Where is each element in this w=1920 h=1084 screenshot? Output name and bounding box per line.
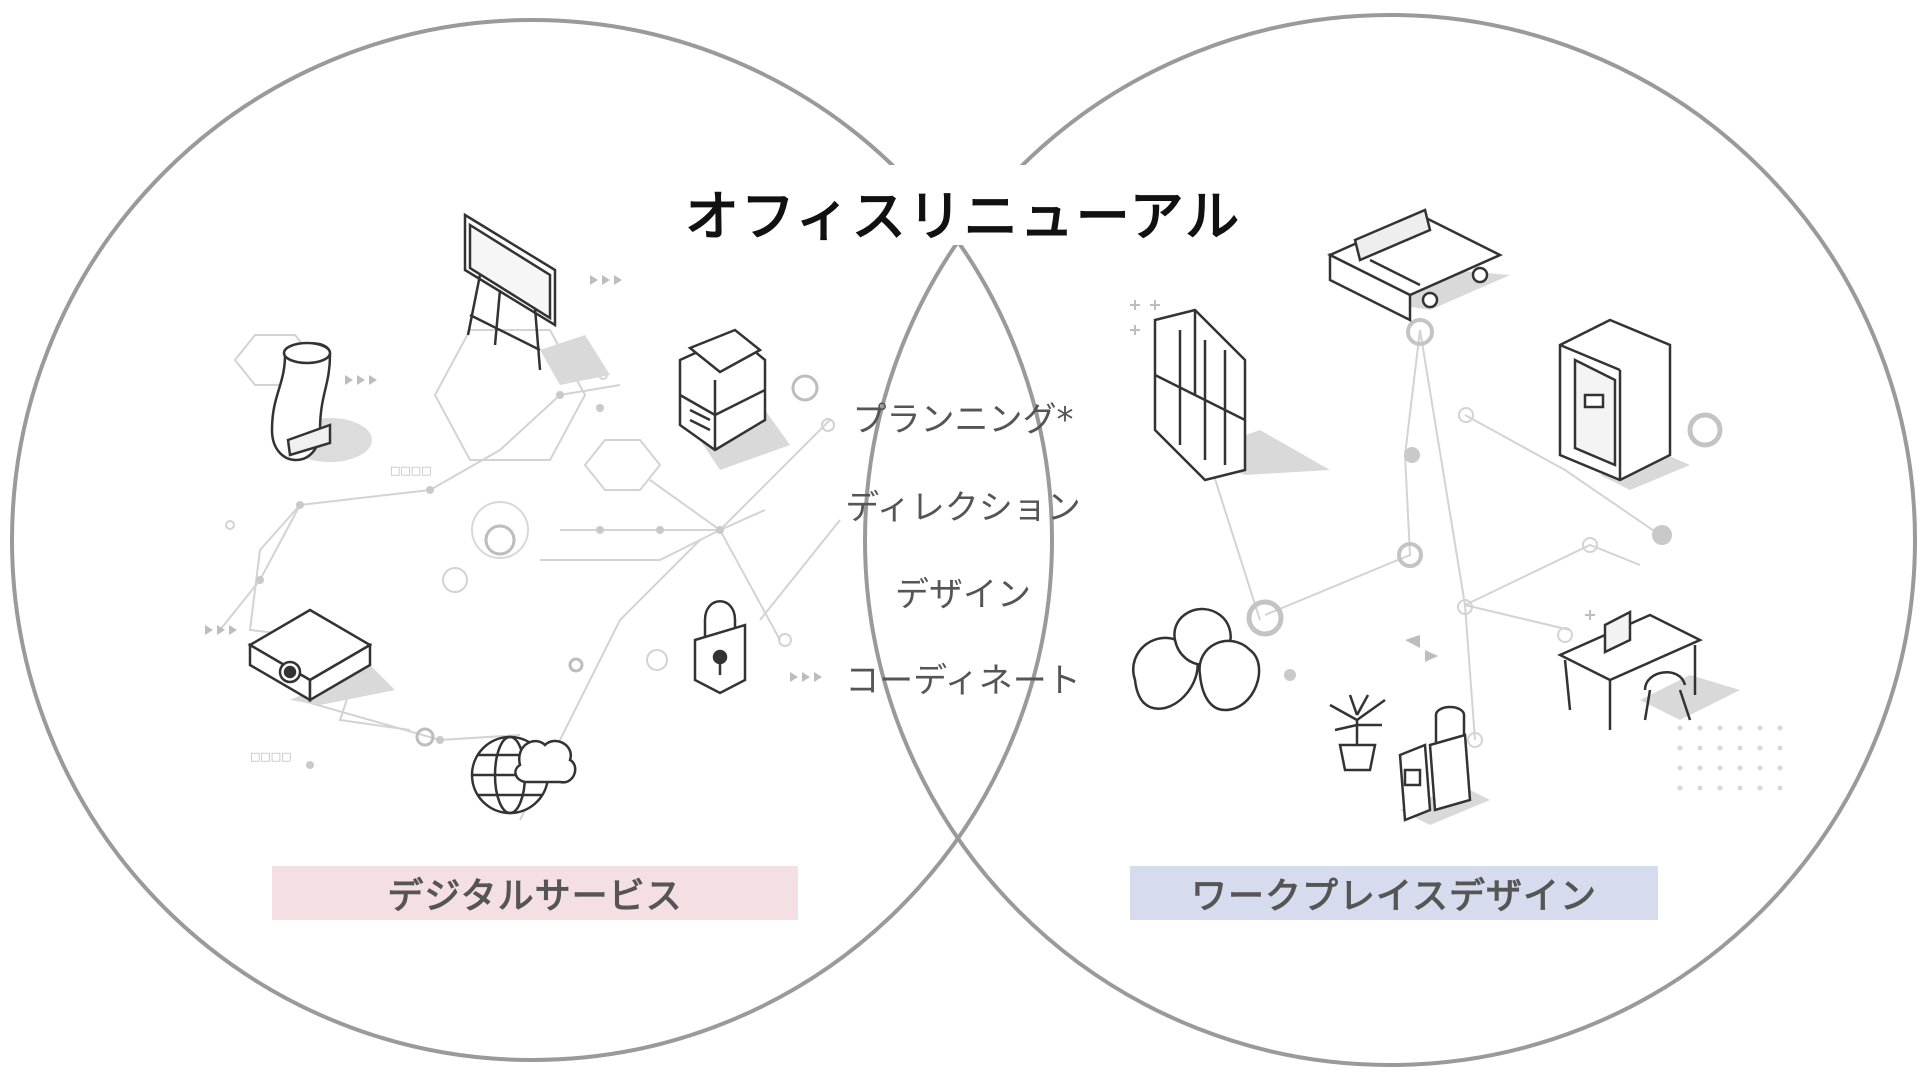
cloud-globe-icon	[470, 735, 577, 815]
right-network-dots	[1284, 447, 1672, 681]
water-server-icon	[1398, 705, 1490, 825]
title-backdrop	[705, 165, 1215, 245]
target-circles	[415, 374, 819, 747]
desk-island-icon	[1327, 208, 1510, 323]
diagram-title: オフィスリニューアル	[684, 185, 1242, 248]
arrow-markers	[205, 275, 822, 682]
plus-markers	[1130, 300, 1595, 620]
digital-service-label: デジタルサービス	[272, 866, 798, 920]
digital-whiteboard-icon	[463, 212, 610, 385]
left-circle	[10, 18, 1054, 1062]
dot-grid	[1677, 725, 1783, 791]
multifunction-printer-icon	[678, 328, 790, 470]
speaker-icon	[270, 341, 372, 462]
phone-booth-icon	[1558, 318, 1690, 490]
plant-icon	[1329, 694, 1386, 772]
workplace-design-label: ワークプレイスデザイン	[1130, 866, 1658, 920]
small-caption: □□□□	[250, 750, 292, 763]
left-network-dots	[256, 391, 724, 769]
small-caption: □□□□	[390, 464, 432, 477]
laptop-desk-icon	[1557, 609, 1740, 730]
locker-icon	[1153, 308, 1330, 482]
service-direction: ディレクション	[845, 488, 1081, 528]
triangle-markers	[1405, 635, 1438, 662]
service-design: デザイン	[895, 575, 1031, 615]
service-coordinate: コーディネート	[845, 661, 1081, 701]
lock-icon	[693, 600, 747, 695]
projector-icon	[247, 608, 395, 705]
beanbag-icon	[1132, 607, 1261, 712]
right-circle	[863, 13, 1917, 1067]
service-planning: プランニング*	[852, 400, 1074, 440]
